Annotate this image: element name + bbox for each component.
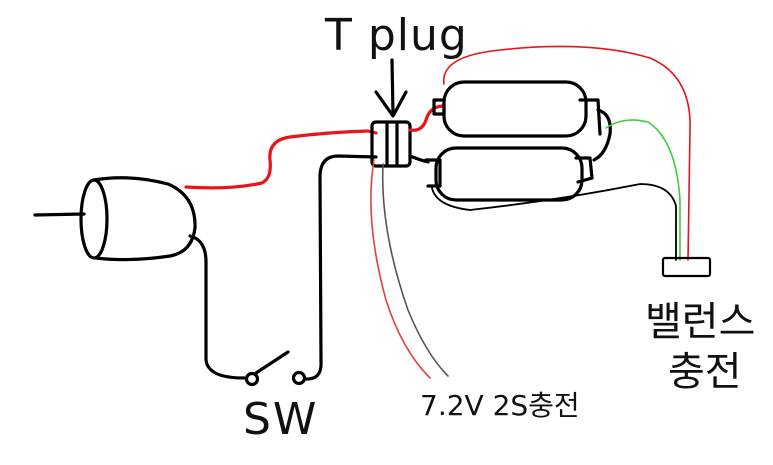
balance-connector <box>661 256 712 278</box>
charge-black-wire <box>381 163 449 377</box>
switch-to-plug-wire <box>303 154 378 381</box>
balance-black-wire <box>431 183 677 261</box>
charge-red-wire <box>370 159 431 379</box>
arrow-shaft <box>390 58 395 116</box>
battery-pack <box>424 80 612 202</box>
balance-red-wire <box>443 45 691 261</box>
t-plug-arrow <box>374 58 408 118</box>
switch-label: SW <box>243 394 319 445</box>
battery-cell-top <box>442 80 588 138</box>
switch-right-terminal <box>291 370 307 386</box>
motor-to-switch-wire <box>188 234 246 380</box>
t-plug-body <box>370 120 412 168</box>
switch-left-terminal <box>244 371 260 387</box>
arrow-head <box>374 90 408 118</box>
charge-port-label: 7.2V 2S충전 <box>420 389 580 422</box>
balance-label-line1: 밸런스 <box>645 299 756 345</box>
balance-green-wire <box>605 119 681 261</box>
plug-to-battery-positive-wire <box>408 104 446 132</box>
battery-series-link <box>592 108 612 162</box>
battery-bottom-terminal <box>424 158 442 188</box>
motor-shaft <box>33 212 86 217</box>
balance-label-line2: 충전 <box>668 349 742 395</box>
switch-lever <box>254 350 290 375</box>
battery-bottom-cap <box>574 156 594 184</box>
battery-cell-bottom <box>434 146 584 202</box>
motor-positive-wire <box>184 129 378 190</box>
t-plug-label: T plug <box>325 10 468 61</box>
battery-top-cap <box>578 98 602 136</box>
motor-body <box>92 176 197 262</box>
motor <box>33 176 197 262</box>
plug-to-battery-negative-wire <box>408 154 430 164</box>
t-plug-connector <box>370 120 412 168</box>
motor-front-face <box>79 178 109 260</box>
